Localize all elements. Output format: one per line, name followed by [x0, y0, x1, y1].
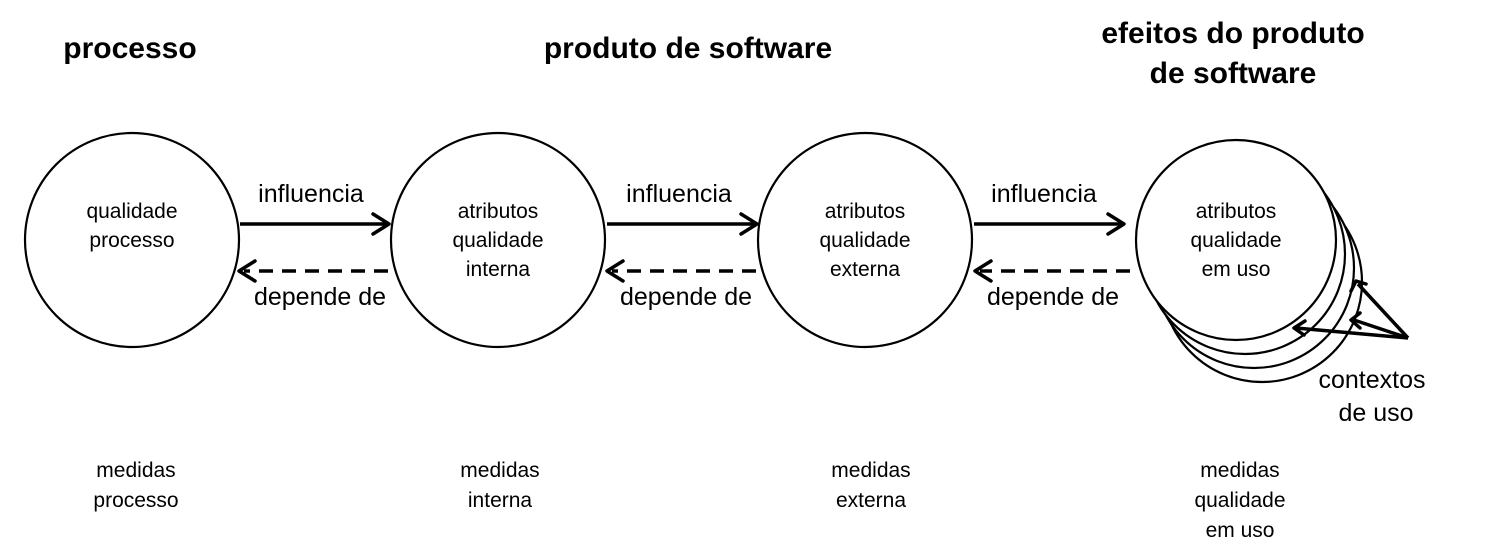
- circle-qualidade-processo: [23, 131, 241, 349]
- circle-1-text-line-1: qualidade: [86, 200, 177, 223]
- measures-3-line-2: externa: [836, 489, 906, 512]
- context-pointer-line-1: [1356, 282, 1410, 340]
- header-processo: processo: [63, 32, 196, 65]
- context-pointer-line-3: [1295, 326, 1409, 340]
- header-efeitos-line-1: efeitos do produto: [1101, 17, 1364, 50]
- depende-de-arrowhead-3: [973, 259, 993, 283]
- depende-de-label-1: depende de: [254, 283, 386, 311]
- circle-atributos-qualidade-externa: [756, 131, 974, 349]
- context-pointer-head-3: [1292, 319, 1307, 337]
- depende-de-label-2: depende de: [620, 283, 752, 311]
- circle-4-text-line-3: em uso: [1202, 258, 1271, 281]
- measures-1-line-2: processo: [93, 489, 178, 512]
- circle-2-text-line-2: qualidade: [452, 229, 543, 252]
- circle-3-text-line-2: qualidade: [819, 229, 910, 252]
- depende-de-label-3: depende de: [987, 283, 1119, 311]
- depende-de-arrowhead-1: [237, 259, 257, 283]
- influencia-arrowhead-3: [1106, 212, 1126, 236]
- influencia-arrowhead-2: [739, 212, 759, 236]
- influencia-arrowhead-1: [371, 212, 391, 236]
- measures-1-line-1: medidas: [96, 459, 175, 482]
- circle-3-text-line-3: externa: [830, 258, 900, 281]
- header-efeitos-line-2: de software: [1150, 57, 1317, 90]
- context-pointer-head-2: [1349, 311, 1362, 330]
- circle-atributos-qualidade-em-uso: [1134, 138, 1338, 342]
- measures-4-line-1: medidas: [1200, 459, 1279, 482]
- measures-4-line-2: qualidade: [1194, 489, 1285, 512]
- influencia-label-1: influencia: [258, 180, 364, 208]
- influencia-label-3: influencia: [991, 180, 1097, 208]
- contexts-label-line-2: de uso: [1338, 399, 1413, 427]
- header-produto-de-software: produto de software: [544, 32, 832, 65]
- circle-3-text-line-1: atributos: [825, 200, 906, 223]
- circle-4-text-line-2: qualidade: [1190, 229, 1281, 252]
- measures-2-line-2: interna: [468, 489, 533, 512]
- circle-atributos-qualidade-interna: [389, 131, 607, 349]
- measures-2-line-1: medidas: [460, 459, 539, 482]
- contexts-label-line-1: contextos: [1318, 366, 1425, 394]
- circle-1-text-line-2: processo: [89, 229, 174, 252]
- circle-2-text-line-3: interna: [466, 258, 531, 281]
- circle-4-text-line-1: atributos: [1196, 200, 1277, 223]
- measures-3-line-1: medidas: [831, 459, 910, 482]
- influencia-label-2: influencia: [626, 180, 732, 208]
- circle-2-text-line-1: atributos: [458, 200, 539, 223]
- measures-4-line-3: em uso: [1206, 519, 1275, 542]
- context-pointer-line-2: [1353, 318, 1409, 340]
- context-pointer-head-1: [1349, 279, 1368, 293]
- depende-de-arrowhead-2: [605, 259, 625, 283]
